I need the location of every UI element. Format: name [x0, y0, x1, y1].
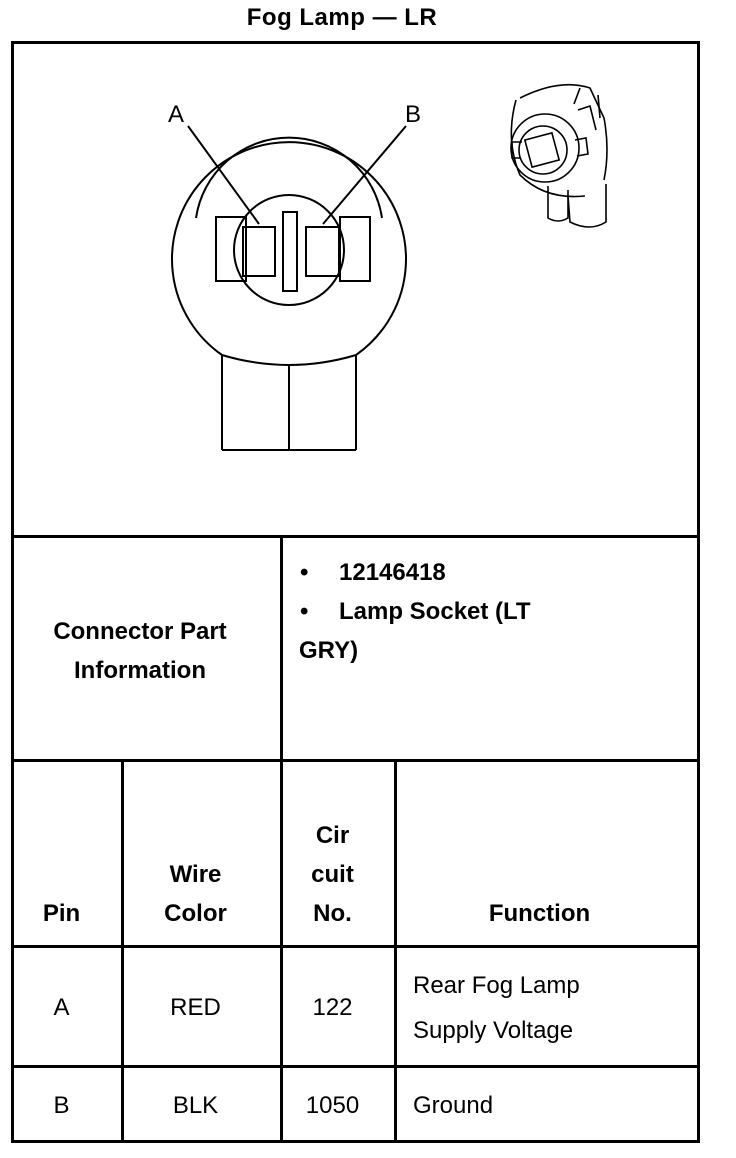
- row-a-circuit: 122: [312, 994, 353, 1021]
- lamp-socket-icon: [510, 83, 608, 228]
- frame-bottom: [11, 1140, 700, 1143]
- pin-label-b: B: [405, 101, 422, 128]
- header-pin: Pin: [42, 900, 81, 927]
- row-b-circuit: 1050: [305, 1092, 360, 1119]
- row-a-pin: A: [53, 994, 70, 1021]
- part-number: 12146418: [339, 559, 446, 586]
- divider-col-info: [280, 535, 283, 762]
- header-circuit-line3: No.: [313, 900, 352, 927]
- part-description-continued: GRY): [299, 637, 359, 664]
- divider-col-3: [394, 759, 397, 1143]
- page-title: Fog Lamp — LR: [246, 4, 438, 31]
- row-b-wire-color: BLK: [172, 1092, 219, 1119]
- bullet-glyph: •: [300, 598, 309, 625]
- connector-info-label-line2: Information: [74, 657, 206, 684]
- row-a-function-line1: Rear Fog Lamp: [413, 972, 580, 999]
- frame-top: [11, 41, 700, 44]
- header-function: Function: [488, 900, 591, 927]
- row-a-function-line2: Supply Voltage: [413, 1017, 574, 1044]
- header-circuit-line1: Cir: [315, 822, 350, 849]
- header-wire-color-line1: Wire: [169, 861, 222, 888]
- row-b-pin: B: [53, 1092, 70, 1119]
- connector-info-label-line1: Connector Part: [53, 618, 227, 645]
- part-description: Lamp Socket (LT: [339, 598, 531, 625]
- row-a-wire-color: RED: [170, 994, 221, 1021]
- header-wire-color-line2: Color: [164, 900, 227, 927]
- row-b-function: Ground: [413, 1092, 494, 1119]
- divider-diagram: [11, 535, 700, 538]
- frame-left: [11, 41, 14, 1143]
- pin-label-a: A: [168, 101, 185, 128]
- divider-connector-info: [11, 759, 700, 762]
- header-circuit-line2: cuit: [311, 861, 354, 888]
- frame-right: [697, 41, 700, 1143]
- divider-row-a: [11, 1065, 700, 1068]
- divider-col-2: [280, 759, 283, 1143]
- bullet-glyph: •: [300, 559, 309, 586]
- divider-col-1: [121, 759, 124, 1143]
- divider-header: [11, 945, 700, 948]
- connector-face-diagram: [171, 83, 608, 451]
